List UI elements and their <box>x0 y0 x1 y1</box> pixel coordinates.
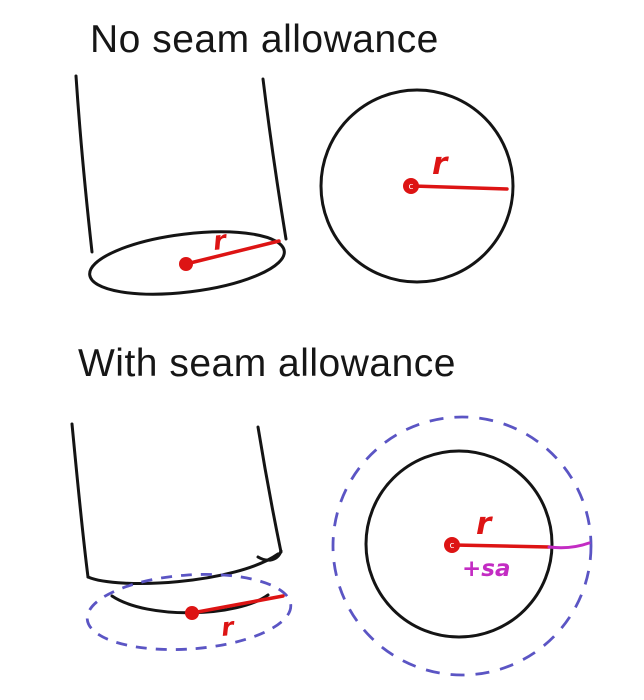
seam-allowance-line <box>547 541 591 550</box>
pattern-circle <box>364 449 554 639</box>
center-dot <box>444 537 460 553</box>
radius-label: r <box>212 226 230 257</box>
radius-line <box>452 543 551 549</box>
cylinder-right-edge <box>256 425 283 554</box>
with-sa-circle: c r +sa <box>331 415 593 677</box>
cylinder-base-rim <box>86 552 280 585</box>
cylinder-left-edge <box>70 422 90 579</box>
pattern-circle <box>319 88 515 284</box>
radius-label: r <box>432 146 449 182</box>
radius-label: r <box>476 506 493 542</box>
cylinder-left-edge <box>74 74 94 254</box>
seam-allowance-circle <box>331 415 593 677</box>
with-sa-cylinder: r <box>70 422 293 651</box>
section-title-with-seam-allowance: With seam allowance <box>78 342 456 385</box>
center-dot <box>403 178 419 194</box>
seam-allowance-ellipse <box>85 573 293 651</box>
radius-line <box>190 594 285 615</box>
seam-allowance-label: +sa <box>462 556 510 582</box>
center-dot <box>185 606 199 620</box>
radius-line <box>184 239 281 266</box>
no-sa-circle: c r <box>319 88 515 284</box>
radius-label: r <box>220 612 236 642</box>
center-dot <box>179 257 193 271</box>
cylinder-base-curl <box>256 549 283 562</box>
radius-line <box>411 184 509 191</box>
center-label: c <box>409 182 414 192</box>
cylinder-base-ellipse <box>88 230 286 296</box>
center-label: c <box>450 541 455 551</box>
cylinder-right-edge <box>261 77 288 241</box>
no-sa-cylinder: r <box>74 74 288 296</box>
section-title-no-seam-allowance: No seam allowance <box>90 18 439 61</box>
